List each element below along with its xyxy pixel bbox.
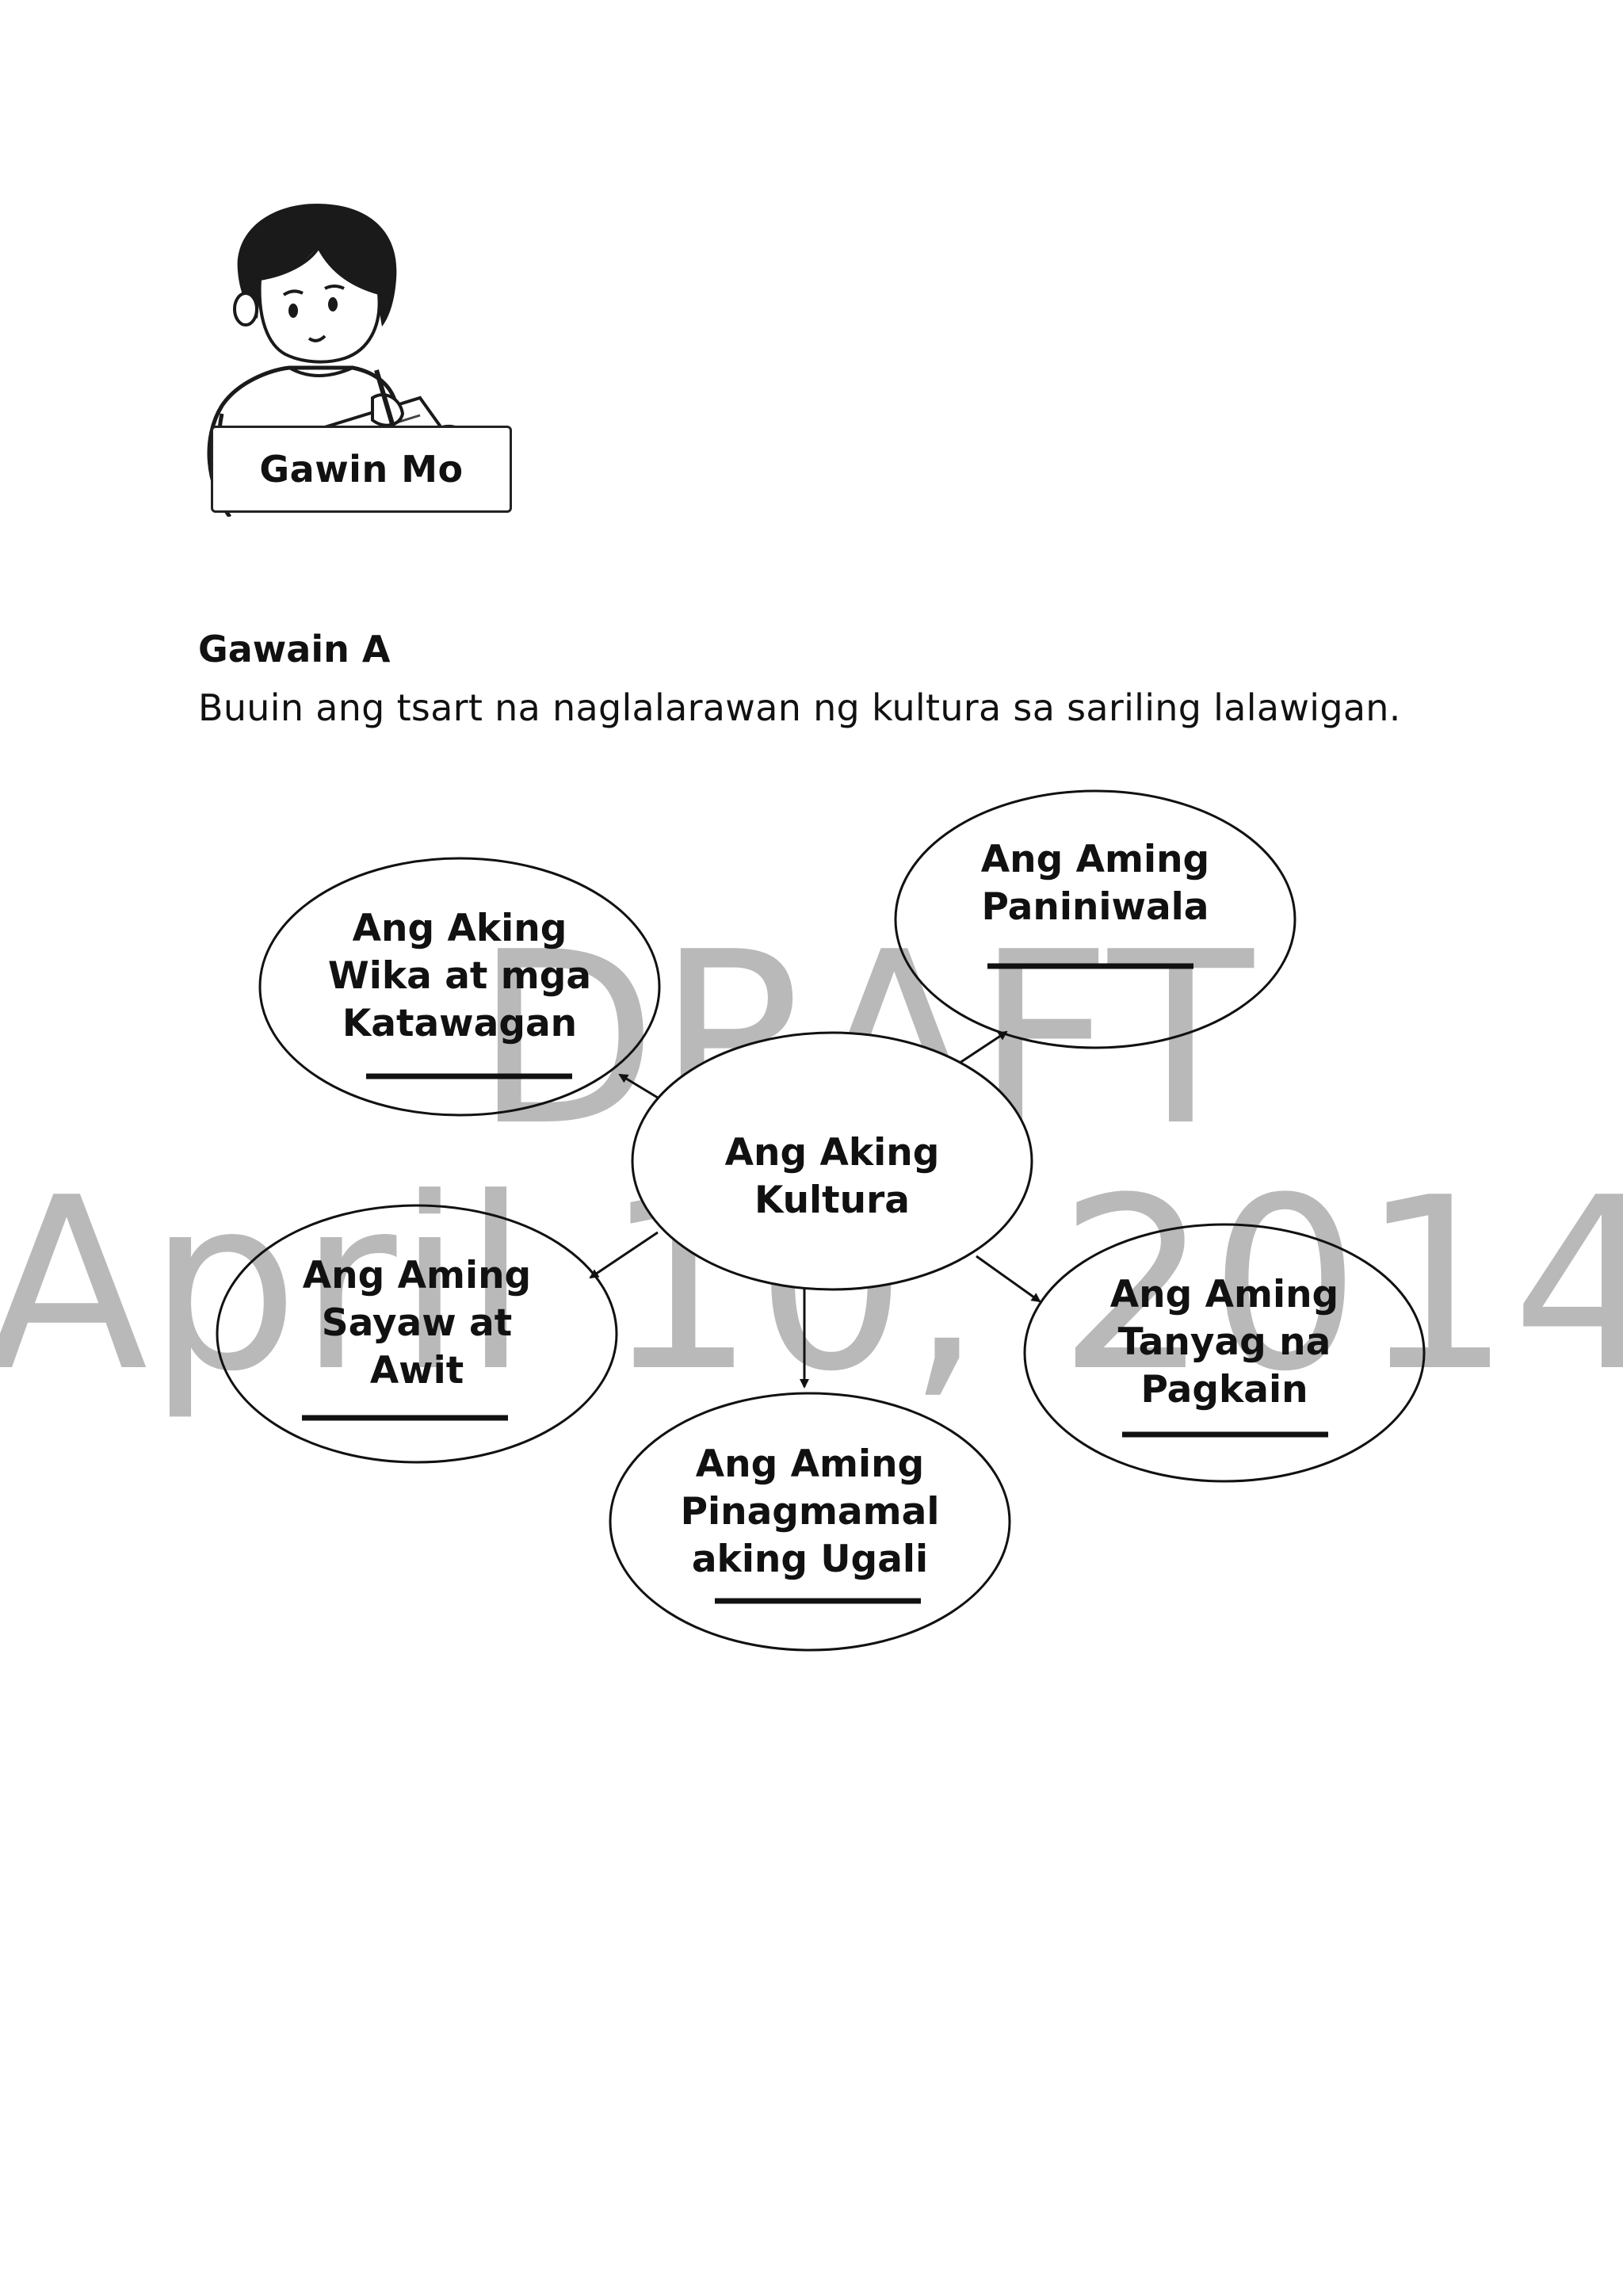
node-sayaw-ellipse — [216, 1204, 618, 1464]
activity-instruction: Buuin ang tsart na naglalarawan ng kultu… — [198, 686, 1401, 729]
activity-heading: Gawain A — [198, 628, 391, 670]
arrow-to-pagkain — [976, 1255, 1041, 1303]
node-pagkain-line: Ang Aming — [1109, 1273, 1339, 1316]
node-pagkain-line: Pagkain — [1140, 1368, 1308, 1412]
node-wika-line: Wika at mga — [327, 954, 592, 998]
node-ugali-ellipse — [609, 1392, 1011, 1652]
node-sayaw-line: Awit — [369, 1349, 464, 1392]
node-paniniwala-ellipse — [894, 789, 1296, 1049]
center-node-line: Kultura — [754, 1179, 910, 1222]
node-sayaw-line: Sayaw at — [321, 1301, 513, 1345]
node-wika-line: Ang Aking — [352, 907, 567, 950]
node-ugali-line: aking Ugali — [691, 1538, 929, 1581]
node-ugali-line: Ang Aming — [695, 1442, 925, 1486]
gawin-mo-label: Gawin Mo — [211, 426, 512, 513]
node-pagkain-line: Tanyag na — [1117, 1320, 1331, 1364]
center-node-text: Ang Aking Kultura — [674, 1129, 991, 1224]
arrow-to-sayaw — [589, 1231, 659, 1279]
node-paniniwala-text: Ang Aming Paniniwala — [937, 836, 1254, 931]
node-pagkain-text: Ang Aming Tanyag na Pagkain — [1066, 1271, 1383, 1414]
arrow-to-paniniwala — [957, 1030, 1008, 1066]
center-node-line: Ang Aking — [724, 1131, 940, 1175]
node-wika-text: Ang Aking Wika at mga Katawagan — [301, 905, 618, 1048]
node-paniniwala-line: Paniniwala — [981, 885, 1209, 929]
node-sayaw-line: Ang Aming — [302, 1254, 532, 1297]
node-wika-line: Katawagan — [342, 1002, 578, 1045]
node-pagkain-ellipse — [1023, 1223, 1426, 1483]
center-node-ellipse — [631, 1031, 1033, 1291]
node-ugali-line: Pinagmamal — [680, 1490, 940, 1534]
arrow-to-wika — [618, 1073, 659, 1099]
node-sayaw-text: Ang Aming Sayaw at Awit — [258, 1252, 575, 1395]
node-ugali-text: Ang Aming Pinagmamal aking Ugali — [651, 1441, 968, 1584]
node-wika-ellipse — [258, 857, 661, 1117]
node-paniniwala-line: Ang Aming — [980, 838, 1210, 881]
